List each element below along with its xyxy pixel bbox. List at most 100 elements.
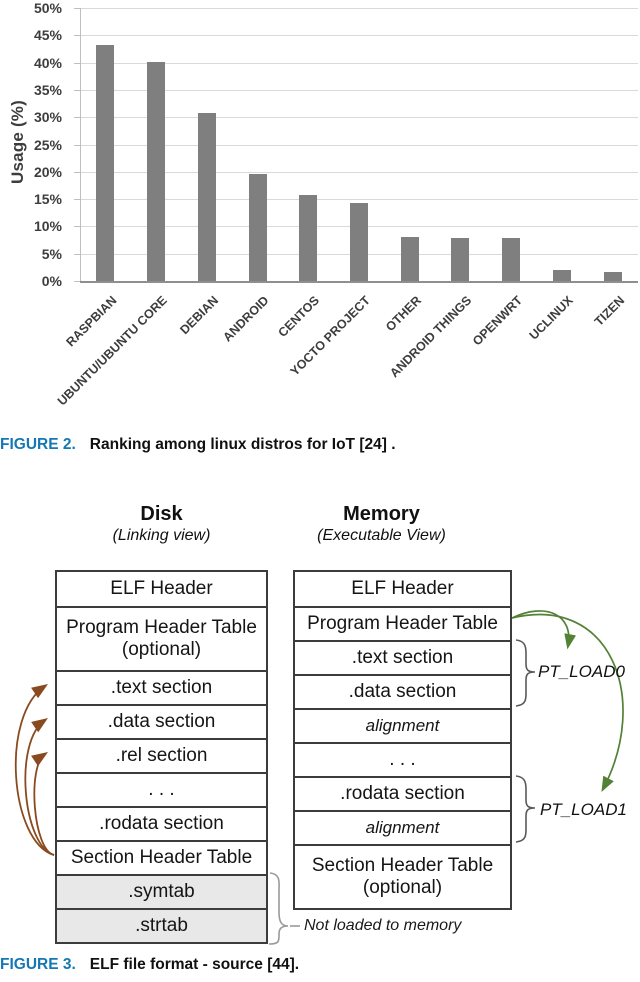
figure3-caption-label: FIGURE 3. [0,956,76,973]
table-row-label: Section Header Table [70,847,253,868]
y-tick-mark [74,253,80,255]
table-row-label: . . . [148,779,175,800]
table-row-label: ELF Header [351,578,454,599]
table-row-label: .data section [107,711,216,732]
table-row: .data section [295,674,510,708]
disk-subtitle: (Linking view) [112,527,211,544]
figure3-caption: FIGURE 3. ELF file format - source [44]. [0,956,299,974]
y-tick-mark [74,62,80,64]
table-row: .text section [295,640,510,674]
table-row-label: .rel section [115,745,208,766]
table-row-label: .text section [110,677,213,698]
gridline [80,62,638,64]
y-tick-mark [74,281,80,282]
memory-subtitle: (Executable View) [317,527,446,544]
y-tick-mark [74,199,80,201]
ptload0-label: PT_LOAD0 [538,662,625,681]
table-row: .rel section [57,738,266,772]
table-row: . . . [57,772,266,806]
y-tick-label: 5% [41,245,62,262]
ptload1-brace [515,775,536,843]
bar [552,270,571,281]
table-row: .strtab [57,908,266,942]
y-tick-label: 10% [33,218,62,235]
table-row: Section Header Table(optional) [295,844,510,908]
ptload1-label: PT_LOAD1 [540,800,627,819]
table-row: .symtab [57,874,266,908]
y-tick-mark [74,226,80,228]
figure2-caption: FIGURE 2. Ranking among linux distros for… [0,436,396,454]
figure2-caption-label: FIGURE 2. [0,436,76,453]
y-tick-label: 45% [33,27,62,44]
bar [603,272,622,281]
bar [197,113,216,281]
table-row-label: .strtab [135,915,188,936]
table-row-label: ELF Header [110,578,213,599]
disk-arrow-to-rel-icon [31,751,55,856]
table-row-label: .rodata section [340,783,465,804]
y-tick-mark [74,144,80,146]
y-tick-label: 40% [33,54,62,71]
table-row: .text section [57,670,266,704]
table-row-label: .rodata section [99,813,224,834]
bar [147,61,166,281]
table-row: . . . [295,742,510,776]
table-row: .rodata section [295,776,510,810]
disk-title: Disk [140,503,183,525]
gridline [80,8,638,9]
y-tick-label: 0% [41,273,62,289]
bar [502,237,521,281]
category-label: OTHER [383,293,424,335]
y-tick-label: 35% [33,81,62,98]
table-row: ELF Header [295,572,510,606]
table-row-label: Program Header Table [66,617,257,638]
table-row-label: alignment [365,716,440,735]
y-tick-label: 15% [33,191,62,208]
gridline [80,35,638,37]
y-tick-label: 20% [33,163,62,180]
bar [299,195,318,281]
y-tick-mark [74,35,80,37]
memory-column-header: Memory (Executable View) [275,503,488,547]
gridline [80,199,638,201]
memory-arrow-to-ptload0-icon [511,610,577,650]
category-label: UBUNTU/UBUNTU CORE [55,293,171,409]
disk-column-header: Disk (Linking view) [55,503,268,547]
y-tick-mark [74,171,80,173]
gridline [80,117,638,119]
usage-bar-chart: Usage (%) 50%45%40%35%30%25%20%15%10%5%0… [0,0,640,430]
table-row: Section Header Table [57,840,266,874]
category-label: OPENWRT [470,293,526,349]
table-row: Program Header Table(optional) [57,606,266,670]
table-row: alignment [295,810,510,844]
figure2-caption-text: Ranking among linux distros for IoT [24]… [89,436,396,453]
ptload0-brace [515,639,536,707]
bar [350,203,368,281]
y-tick-mark [74,89,80,91]
table-row: .rodata section [57,806,266,840]
memory-title: Memory [343,503,420,525]
not-loaded-brace [268,872,289,945]
y-tick-mark [74,117,80,119]
table-row-label: .symtab [128,881,195,902]
category-label: ANDROID [220,293,272,345]
bar [451,237,470,281]
gridline [80,171,638,173]
table-row: alignment [295,708,510,742]
table-row: Program Header Table [295,606,510,640]
table-row: ELF Header [57,572,266,606]
figure3-caption-text: ELF file format - source [44]. [89,956,300,973]
category-label: DEBIAN [177,293,222,338]
table-row-label: Section Header Table [311,855,494,876]
not-loaded-annotation: Not loaded to memory [304,917,462,934]
disk-arrow-to-data-icon [24,717,55,856]
memory-arrow-to-ptload1-icon [511,613,624,793]
table-row-label: .text section [351,647,454,668]
category-label: UCLINUX [526,293,577,343]
table-row-label: alignment [365,818,440,837]
gridline [80,144,638,146]
bar [96,44,115,281]
